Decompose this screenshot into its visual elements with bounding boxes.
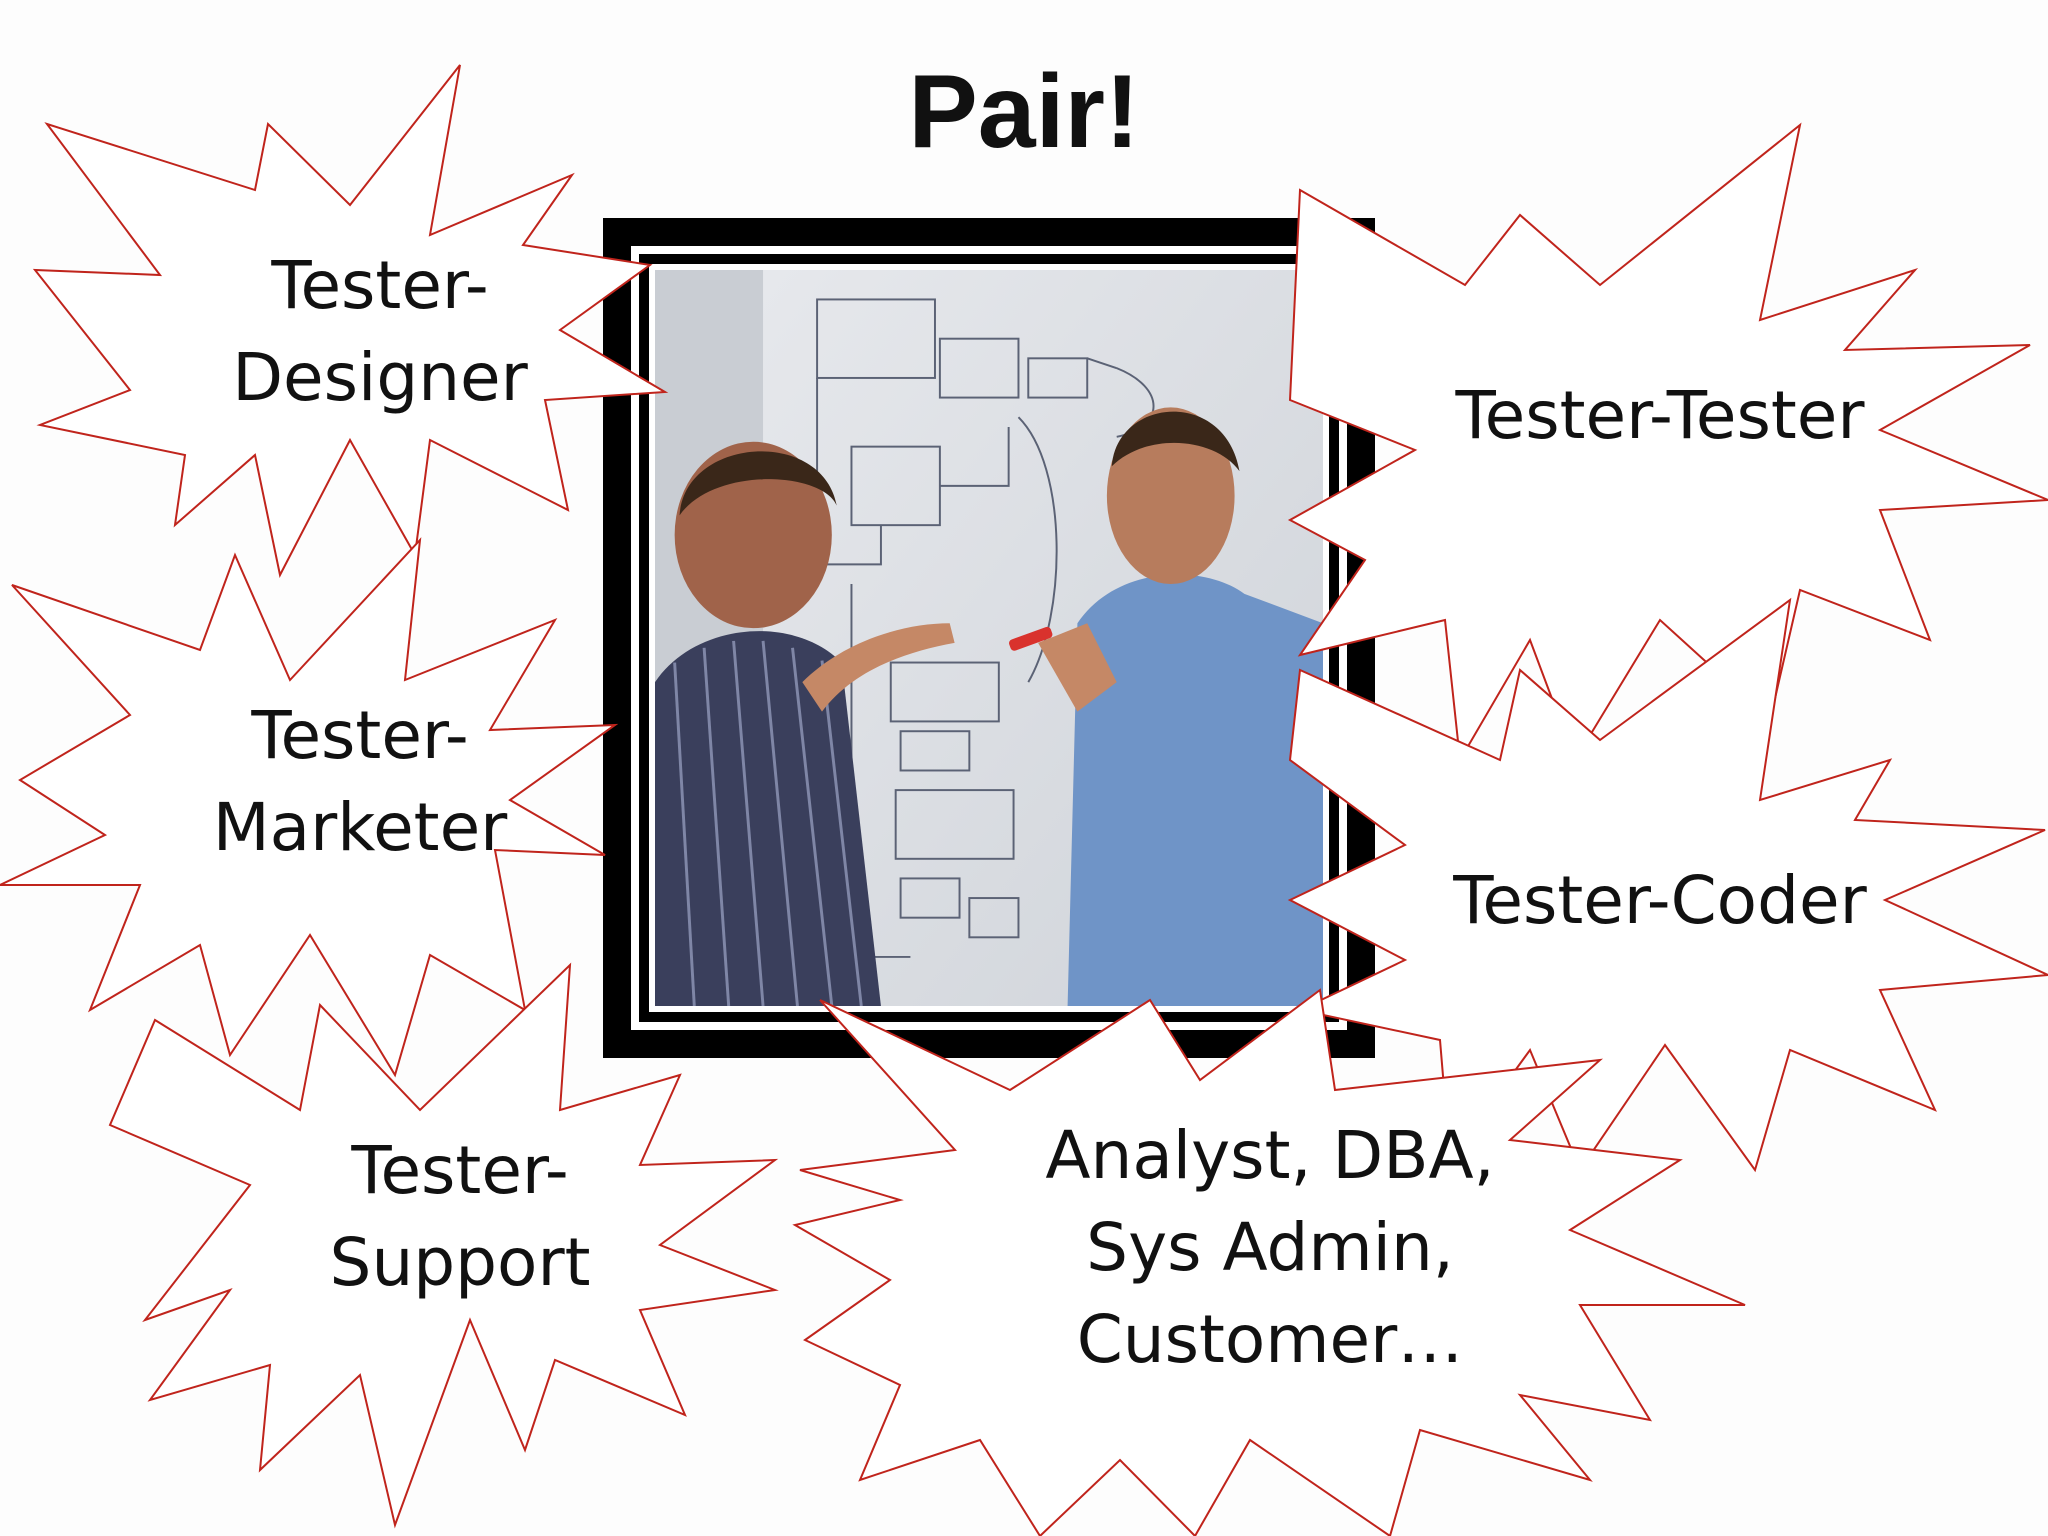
burst-support (108, 962, 779, 1529)
slide-title: Pair! (908, 54, 1140, 170)
burst-others (792, 988, 1746, 1536)
burst-coder (1287, 597, 2048, 1173)
callout-tester-support: Tester- Support (329, 1132, 591, 1301)
callout-tester-coder: Tester-Coder (1453, 862, 1867, 939)
burst-designer (32, 64, 669, 578)
photo-frame (603, 218, 1375, 1058)
callout-tester-marketer: Tester- Marketer (212, 697, 508, 866)
callout-tester-designer: Tester- Designer (232, 247, 528, 416)
callout-tester-tester: Tester-Tester (1455, 377, 1865, 454)
callout-others: Analyst, DBA, Sys Admin, Customer… (1045, 1117, 1495, 1378)
two-people-at-whiteboard-photo (655, 270, 1323, 1006)
burst-tester (1287, 122, 2048, 764)
